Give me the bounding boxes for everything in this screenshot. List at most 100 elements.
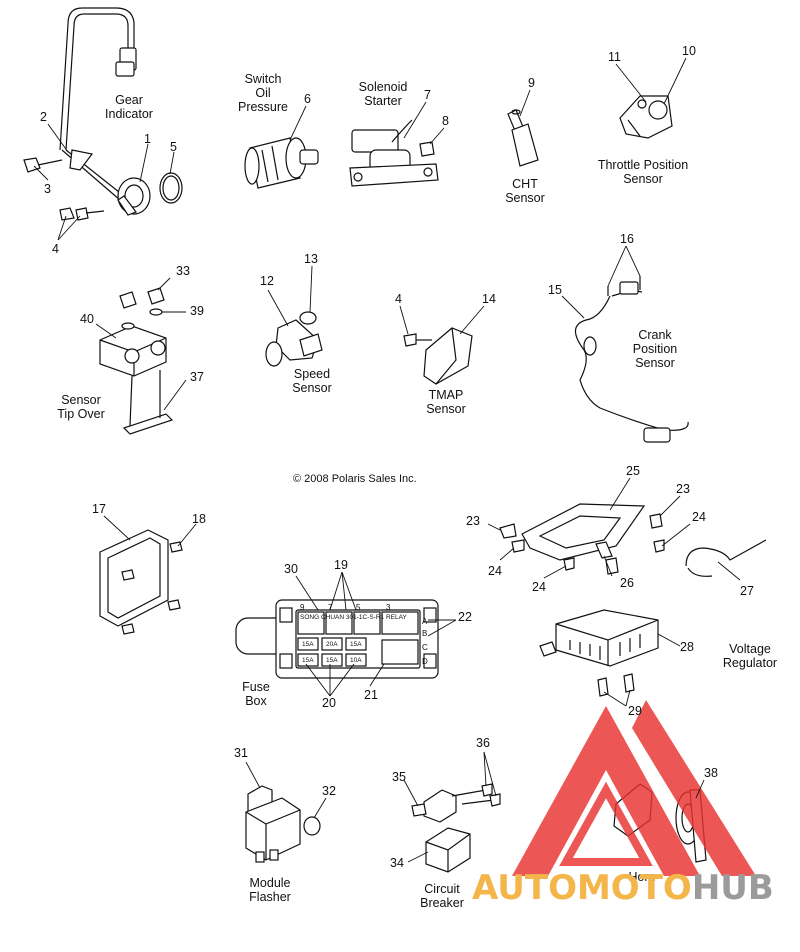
label-line: Speed <box>293 367 331 381</box>
callout-9: 9 <box>528 76 535 90</box>
label-line: Sensor <box>505 191 545 205</box>
callout-4b: 4 <box>395 292 402 306</box>
label-line: Indicator <box>105 107 153 121</box>
callout-24: 24 <box>488 564 502 578</box>
callout-2: 2 <box>40 110 47 124</box>
callout-32: 32 <box>322 784 336 798</box>
voltage-regulator-part <box>539 609 659 697</box>
fuse-position-mark: 7 <box>328 603 333 612</box>
callout-18: 18 <box>192 512 206 526</box>
label-line: Throttle Position <box>597 158 689 172</box>
callout-3: 3 <box>44 182 51 196</box>
label-line: Breaker <box>420 896 464 910</box>
callout-36: 36 <box>476 736 490 750</box>
callout-19: 19 <box>334 558 348 572</box>
label-line: Sensor <box>61 393 101 407</box>
label-line: Sensor <box>292 381 332 395</box>
callout-22: 22 <box>458 610 472 624</box>
callout-4: 4 <box>52 242 59 256</box>
fuse-rating: 20A <box>326 641 338 648</box>
horn-label: Horn <box>620 870 664 884</box>
callout-15: 15 <box>548 283 562 297</box>
callout-13: 13 <box>304 252 318 266</box>
label-line: Fuse <box>242 680 270 694</box>
fuse-position-mark: 5 <box>356 603 361 612</box>
fuse-side-mark: B <box>422 629 428 638</box>
label-line: Position <box>632 342 678 356</box>
watermark-text: AUTOMOTOHUB <box>472 870 774 906</box>
callout-24c: 24 <box>692 510 706 524</box>
module-flasher-part <box>245 785 321 863</box>
copyright-notice: © 2008 Polaris Sales Inc. <box>293 473 417 485</box>
circuit-breaker-part <box>411 783 501 873</box>
fuse-position-mark: 3 <box>386 603 391 612</box>
watermark-part-a: AUTOMOTO <box>472 868 692 908</box>
callout-10: 10 <box>682 44 696 58</box>
label-line: Horn <box>628 870 656 884</box>
sensor-tip-over-label: Sensor Tip Over <box>48 393 114 421</box>
solenoid-starter-label: Solenoid Starter <box>350 80 416 108</box>
starter-solenoid-part <box>349 119 439 187</box>
label-line: Circuit <box>424 882 460 896</box>
callout-14: 14 <box>482 292 496 306</box>
label-line: Crank <box>638 328 672 342</box>
callout-26: 26 <box>620 576 634 590</box>
voltage-regulator-label: Voltage Regulator <box>710 642 790 670</box>
fuse-box-label: Fuse Box <box>236 680 276 708</box>
bracket-and-ties-part <box>499 503 767 577</box>
watermark-part-b: HUB <box>691 868 774 908</box>
tip-over-sensor-part <box>99 287 174 435</box>
label-line: Sensor <box>426 402 466 416</box>
label-line: Starter <box>364 94 402 108</box>
callout-6: 6 <box>304 92 311 106</box>
label-line: Sensor <box>635 356 675 370</box>
callout-21: 21 <box>364 688 378 702</box>
fuse-rating: 15A <box>302 657 314 664</box>
callout-35: 35 <box>392 770 406 784</box>
module-flasher-label: Module Flasher <box>238 876 302 904</box>
oil-pressure-switch-part <box>244 137 319 189</box>
label-line: Sensor <box>623 172 663 186</box>
switch-oil-pressure-label: Switch Oil Pressure <box>230 72 296 114</box>
fuse-side-mark: D <box>422 657 428 666</box>
callout-20: 20 <box>322 696 336 710</box>
label-line: Pressure <box>237 100 289 114</box>
label-line: Module <box>249 876 291 890</box>
fuse-rating: 10A <box>350 657 362 664</box>
callout-12: 12 <box>260 274 274 288</box>
tmap-sensor-part <box>403 327 473 385</box>
speed-sensor-part <box>265 311 323 367</box>
crank-position-sensor-label: Crank Position Sensor <box>624 328 686 370</box>
relay-text: SONG CHUAN 301-1C-S-R1 RELAY <box>300 614 407 621</box>
fuse-rating: 15A <box>326 657 338 664</box>
control-module-part <box>99 529 183 635</box>
callout-leaders <box>33 57 741 863</box>
callout-38: 38 <box>704 766 718 780</box>
circuit-breaker-label: Circuit Breaker <box>410 882 474 910</box>
callout-33: 33 <box>176 264 190 278</box>
callout-1: 1 <box>144 132 151 146</box>
label-line: Voltage <box>729 642 771 656</box>
cht-sensor-label: CHT Sensor <box>498 177 552 205</box>
callout-16: 16 <box>620 232 634 246</box>
callout-23b: 23 <box>676 482 690 496</box>
label-line: Oil <box>255 86 271 100</box>
cht-sensor-part <box>507 109 539 167</box>
callout-37: 37 <box>190 370 204 384</box>
throttle-position-sensor-part <box>619 95 673 139</box>
callout-27: 27 <box>740 584 754 598</box>
label-line: Solenoid <box>358 80 408 94</box>
fuse-rating: 15A <box>302 641 314 648</box>
callout-7: 7 <box>424 88 431 102</box>
callout-39: 39 <box>190 304 204 318</box>
watermark-logo <box>512 700 756 876</box>
callout-29: 29 <box>628 704 642 718</box>
callout-31: 31 <box>234 746 248 760</box>
fuse-side-mark: C <box>422 643 428 652</box>
speed-sensor-label: Speed Sensor <box>282 367 342 395</box>
callout-5: 5 <box>170 140 177 154</box>
throttle-position-sensor-label: Throttle Position Sensor <box>588 158 698 186</box>
label-line: CHT <box>512 177 538 191</box>
